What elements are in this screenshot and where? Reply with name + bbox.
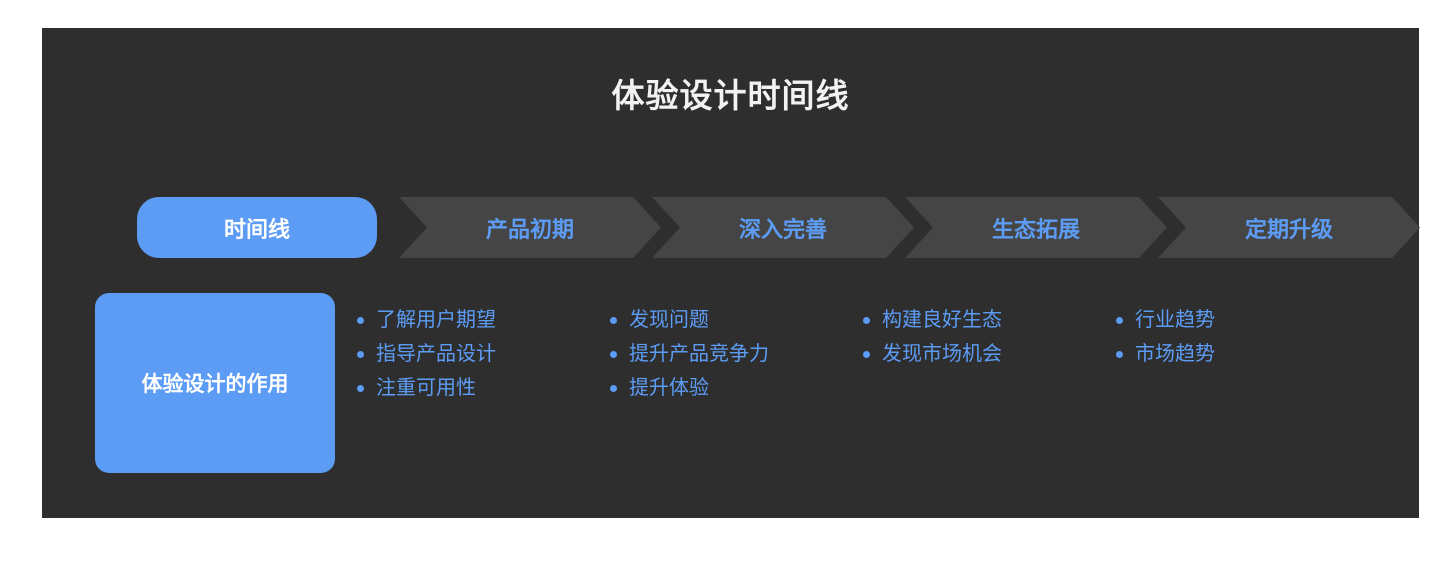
- timeline-stage-1[interactable]: 产品初期: [399, 197, 661, 258]
- page-title: 体验设计时间线: [611, 77, 850, 114]
- list-item: 了解用户期望: [357, 303, 607, 337]
- bullet-dot-icon: [610, 317, 617, 324]
- list-item: 行业趋势: [1116, 303, 1366, 337]
- timeline-stage-2[interactable]: 深入完善: [652, 197, 914, 258]
- bullet-dot-icon: [357, 385, 364, 392]
- timeline-stage-2-label: 深入完善: [738, 216, 827, 242]
- list-item-label: 提升产品竞争力: [629, 343, 769, 365]
- list-item-label: 构建良好生态: [882, 309, 1002, 331]
- list-item-label: 提升体验: [629, 377, 709, 399]
- list-item-label: 市场趋势: [1135, 343, 1215, 365]
- bullet-dot-icon: [863, 317, 870, 324]
- timeline-stage-4-label: 定期升级: [1244, 216, 1333, 242]
- timeline-stage-3-label: 生态拓展: [991, 216, 1080, 242]
- bullet-dot-icon: [1116, 351, 1123, 358]
- list-item-label: 行业趋势: [1135, 309, 1215, 331]
- list-item: 提升体验: [610, 371, 860, 405]
- roles-row-label-text: 体验设计的作用: [141, 373, 289, 396]
- roles-row-label[interactable]: 体验设计的作用: [95, 293, 335, 473]
- list-item: 市场趋势: [1116, 337, 1366, 371]
- list-item-label: 发现问题: [629, 309, 709, 331]
- bullet-dot-icon: [863, 351, 870, 358]
- timeline-row-label[interactable]: 时间线: [137, 197, 377, 258]
- timeline-stage-row: 时间线 产品初期 深入完善 生态拓展 定期升级: [95, 197, 1415, 258]
- list-item-label: 注重可用性: [376, 377, 476, 399]
- roles-column-4: 行业趋势 市场趋势: [1116, 303, 1366, 371]
- roles-column-2: 发现问题 提升产品竞争力 提升体验: [610, 303, 860, 405]
- bullet-dot-icon: [357, 317, 364, 324]
- timeline-stage-1-label: 产品初期: [485, 216, 574, 242]
- bullet-dot-icon: [610, 351, 617, 358]
- roles-column-1: 了解用户期望 指导产品设计 注重可用性: [357, 303, 607, 405]
- roles-column-3: 构建良好生态 发现市场机会: [863, 303, 1113, 371]
- list-item: 注重可用性: [357, 371, 607, 405]
- timeline-stage-4[interactable]: 定期升级: [1158, 197, 1420, 258]
- roles-bullet-row: 了解用户期望 指导产品设计 注重可用性 发现问题 提升产品: [357, 303, 1417, 473]
- list-item: 提升产品竞争力: [610, 337, 860, 371]
- timeline-stage-3[interactable]: 生态拓展: [905, 197, 1167, 258]
- slide-panel: 体验设计时间线 时间线 产品初期 深入完善 生态拓展 定期升级 体验设计的作用: [42, 28, 1419, 518]
- list-item-label: 了解用户期望: [376, 309, 496, 331]
- bullet-dot-icon: [1116, 317, 1123, 324]
- timeline-row-label-text: 时间线: [223, 216, 290, 242]
- bullet-dot-icon: [357, 351, 364, 358]
- list-item: 发现市场机会: [863, 337, 1113, 371]
- list-item-label: 发现市场机会: [882, 343, 1002, 365]
- list-item: 构建良好生态: [863, 303, 1113, 337]
- list-item: 指导产品设计: [357, 337, 607, 371]
- bullet-dot-icon: [610, 385, 617, 392]
- list-item-label: 指导产品设计: [376, 343, 496, 365]
- list-item: 发现问题: [610, 303, 860, 337]
